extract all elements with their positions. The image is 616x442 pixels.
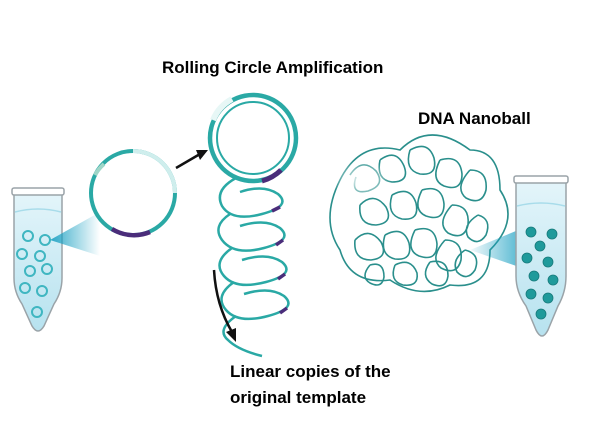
helix-icon [217,176,290,358]
arrow-down-icon [212,269,236,342]
rca-circle-icon [207,92,299,184]
right-beam [470,226,528,270]
diagram-title: Rolling Circle Amplification [162,58,384,77]
left-beam [50,212,100,256]
nanoball-label: DNA Nanoball [418,109,531,128]
right-tube-icon [513,175,569,337]
nanoball-icon [329,134,509,293]
linear-copies-label-line1: Linear copies of the [230,362,391,381]
linear-copies-label-line2: original template [230,388,367,407]
arrow-right-icon [175,150,208,170]
left-tube-icon [11,187,65,332]
circular-template-icon [89,149,177,238]
nanoball-glow [332,160,392,200]
